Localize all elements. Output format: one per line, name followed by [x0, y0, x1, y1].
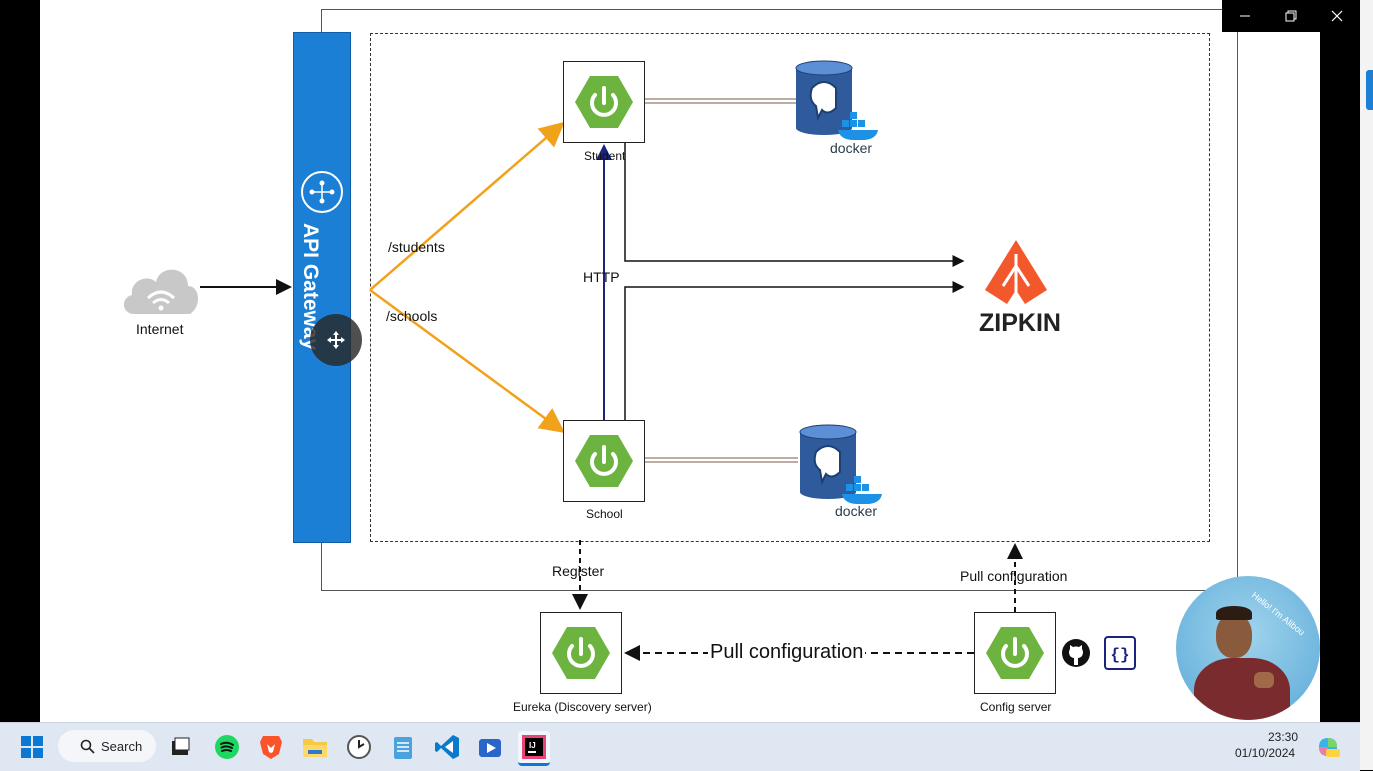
postgres-docker-icon [795, 60, 878, 140]
spotify-icon[interactable] [211, 731, 243, 763]
diagram-slide: Internet API Gateway /students /schools … [40, 0, 1320, 722]
cloud-icon [123, 269, 199, 314]
github-icon [1062, 639, 1090, 667]
register-label: Register [552, 563, 605, 579]
internet-label: Internet [136, 321, 184, 337]
school-label: School [586, 507, 623, 521]
task-view-icon[interactable] [164, 731, 196, 763]
spring-power-icon [575, 435, 633, 487]
clock-app-icon[interactable] [343, 731, 375, 763]
side-strip [1360, 0, 1373, 770]
brave-icon[interactable] [255, 731, 287, 763]
spring-power-icon [552, 627, 610, 679]
svg-text:IJ: IJ [529, 741, 536, 750]
students-route-label: /students [388, 239, 445, 255]
file-explorer-icon[interactable] [299, 731, 331, 763]
windows-start-icon[interactable] [16, 731, 48, 763]
copilot-icon[interactable] [1312, 731, 1344, 763]
taskbar: Search IJ 23:30 01/10/2024 [0, 722, 1360, 771]
services-dashed-frame [370, 33, 1210, 542]
eureka-label: Eureka (Discovery server) [513, 700, 652, 714]
config-server-label: Config server [980, 700, 1052, 714]
json-file-icon: {} [1104, 636, 1136, 670]
student-service-box [563, 61, 645, 143]
presenter-avatar [1176, 576, 1320, 720]
student-label: Student [584, 149, 626, 163]
notepad-icon[interactable] [387, 731, 419, 763]
spring-power-icon [986, 627, 1044, 679]
spring-power-icon [575, 76, 633, 128]
api-gateway-bar: API Gateway [293, 32, 351, 543]
search-box[interactable]: Search [58, 730, 156, 762]
move-cursor-icon [310, 314, 362, 366]
school-docker-label: docker [835, 503, 878, 519]
clock-date[interactable]: 01/10/2024 [1235, 746, 1296, 760]
vscode-icon[interactable] [431, 731, 463, 763]
close-icon[interactable] [1314, 0, 1360, 32]
clock-time[interactable]: 23:30 [1268, 730, 1299, 744]
gateway-icon [301, 171, 343, 213]
connector-lines [200, 98, 1023, 661]
school-zipkin-trace [624, 281, 965, 420]
student-docker-label: docker [830, 140, 873, 156]
minimize-icon[interactable] [1222, 0, 1268, 32]
search-icon [80, 739, 95, 754]
intellij-icon[interactable]: IJ [518, 731, 550, 766]
media-player-icon[interactable] [475, 731, 507, 763]
schools-route-arrow [369, 288, 566, 433]
pull-config-bottom-label: Pull configuration [708, 641, 866, 664]
eureka-service-box [540, 612, 622, 694]
postgres-docker-icon [799, 424, 882, 504]
search-label: Search [101, 738, 143, 754]
pull-config-top-label: Pull configuration [960, 568, 1068, 584]
zipkin-label: ZIPKIN [979, 309, 1061, 337]
window-titlebar [1222, 0, 1320, 32]
config-service-box [974, 612, 1056, 694]
schools-route-label: /schools [386, 308, 438, 324]
students-route-arrow [369, 121, 565, 291]
zipkin-logo-icon [985, 240, 1047, 304]
school-service-box [563, 420, 645, 502]
student-zipkin-trace [624, 142, 965, 267]
restore-icon[interactable] [1268, 0, 1314, 32]
http-label: HTTP [583, 269, 620, 285]
svg-text:{}: {} [1110, 646, 1129, 664]
